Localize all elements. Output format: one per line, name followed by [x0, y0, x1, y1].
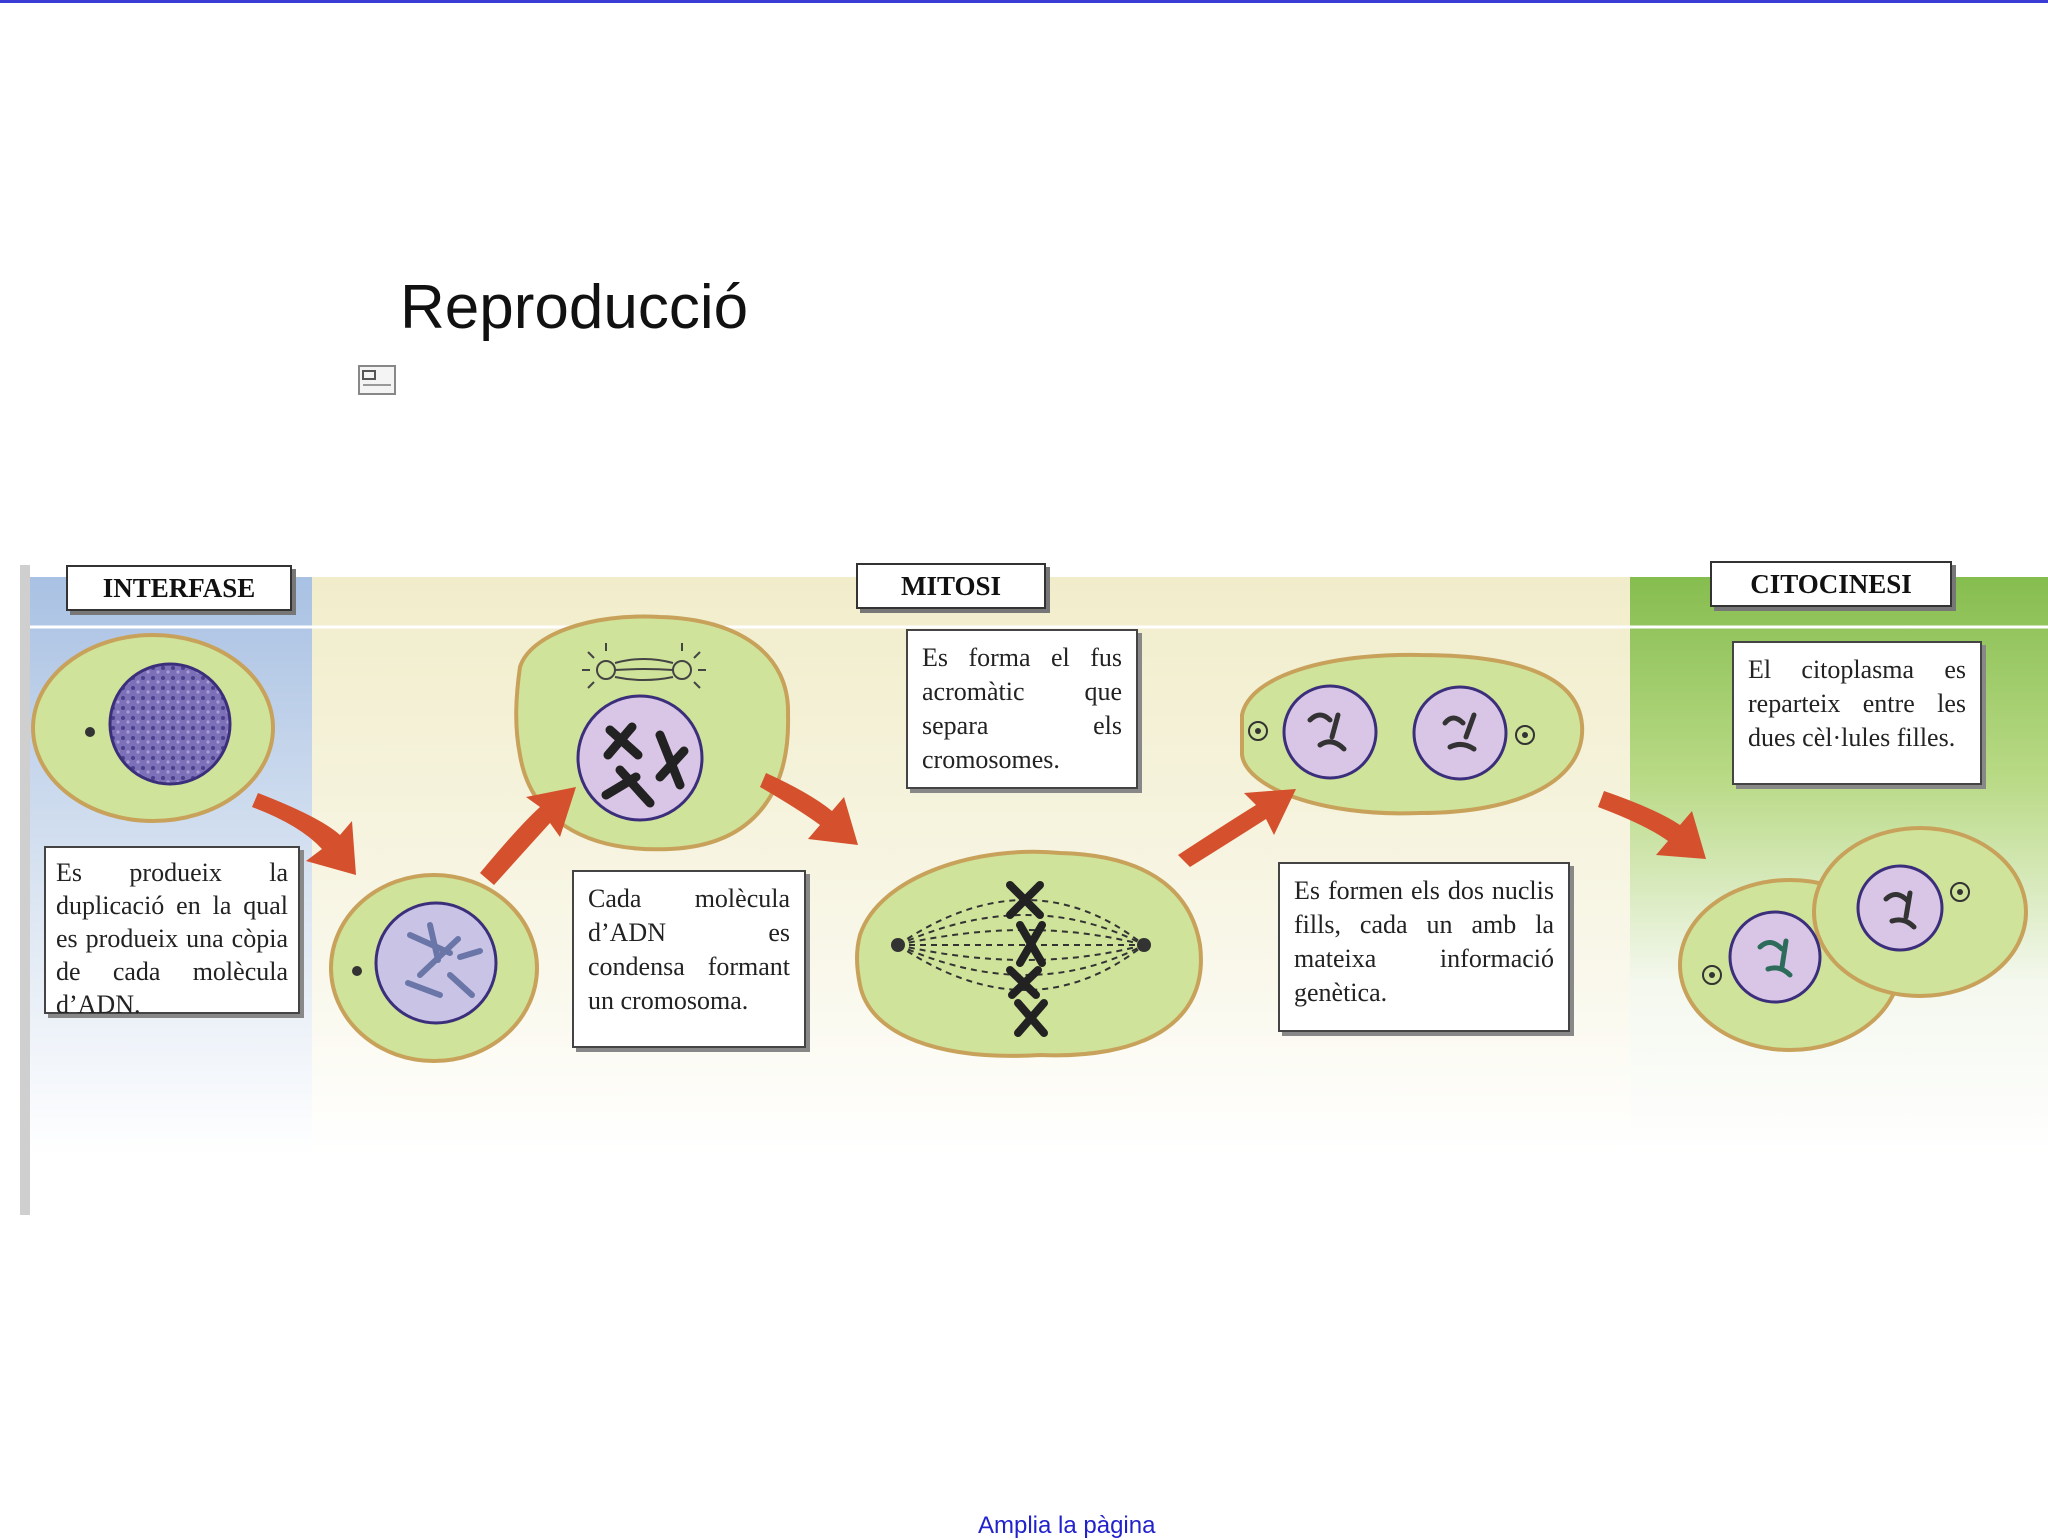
enlarge-page-link[interactable]: Amplia la pàgina: [978, 1512, 1156, 1539]
nuclei-note: Es formen els dos nuclis fills, cada un …: [1278, 862, 1570, 1032]
arrow-2: [480, 787, 576, 885]
phase-label-interfase: INTERFASE: [66, 565, 292, 611]
telophase-cell: [1240, 652, 1585, 816]
left-shadow-edge: [20, 565, 30, 1215]
slide-title: Reproducció: [400, 273, 749, 342]
process-arrows: [252, 773, 1706, 885]
cell-division-figure: INTERFASE MITOSI CITOCINESI Es produeix …: [20, 555, 2048, 1215]
arrow-1: [252, 793, 356, 875]
metaphase-cell: [855, 849, 1203, 1058]
arrow-4: [1178, 789, 1296, 867]
cytokinesis-cells: [1678, 826, 2028, 1052]
interfase-note: Es produeix la duplicació en la qual es …: [44, 846, 300, 1019]
phase-label-citocinesi: CITOCINESI: [1710, 561, 1952, 607]
duplication-cell: [329, 873, 539, 1063]
phase-label-mitosi: MITOSI: [856, 563, 1046, 609]
interphase-cell: [31, 633, 275, 823]
top-rule: [0, 0, 2048, 3]
arrow-3: [760, 773, 858, 845]
condensation-note: Cada molècula d’ADN es condensa formant …: [572, 870, 806, 1048]
embedded-object-icon[interactable]: [357, 364, 397, 396]
spindle-note: Es forma el fus acromàtic que separa els…: [906, 629, 1138, 789]
prophase-cell: [514, 614, 791, 852]
arrow-5: [1598, 791, 1706, 859]
cytokinesis-note: El citoplasma es reparteix entre les due…: [1732, 641, 1982, 785]
